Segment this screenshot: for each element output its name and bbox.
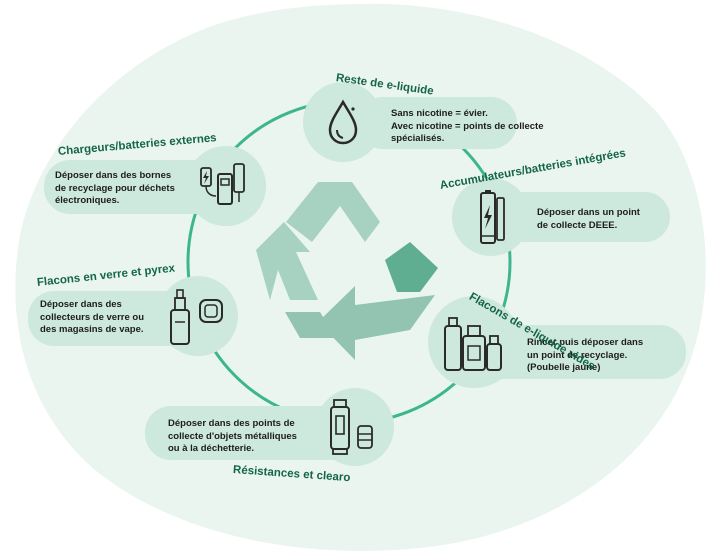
battery-icon (480, 190, 505, 244)
bubble-resistances (316, 388, 394, 466)
text-flacons-vides: Rincer puis déposer dans un point de rec… (527, 337, 644, 373)
recycle-arrow-bottom-right (318, 286, 435, 360)
bubble-reste (303, 82, 383, 162)
pill-reste (357, 97, 517, 149)
charger-icon (200, 163, 245, 205)
bottles-icon (444, 317, 502, 371)
bubble-accus (452, 178, 530, 256)
recycle-arrow-right (385, 242, 438, 292)
recycle-symbol (256, 182, 438, 360)
bubble-verre (158, 276, 238, 356)
bubble-flacons-vides (428, 296, 520, 388)
text-verre: Déposer dans des collecteurs de verre ou… (40, 299, 145, 335)
bubble-chargeurs (186, 146, 266, 226)
recycle-arrow-left (256, 222, 318, 300)
text-accus: Déposer dans un point de collecte DEEE. (537, 207, 640, 231)
glass-bottle-icon (170, 289, 223, 345)
clearomizer-icon (330, 399, 373, 455)
recycle-arrow-bottom-left (285, 312, 336, 338)
droplet-icon (328, 99, 358, 145)
text-chargeurs: Déposer dans des bornes de recyclage pou… (55, 170, 175, 206)
text-resistances: Déposer dans des points de collecte d'ob… (168, 418, 297, 454)
recycle-arrow-top (286, 182, 380, 242)
text-reste: Sans nicotine = évier. Avec nicotine = p… (391, 108, 544, 144)
